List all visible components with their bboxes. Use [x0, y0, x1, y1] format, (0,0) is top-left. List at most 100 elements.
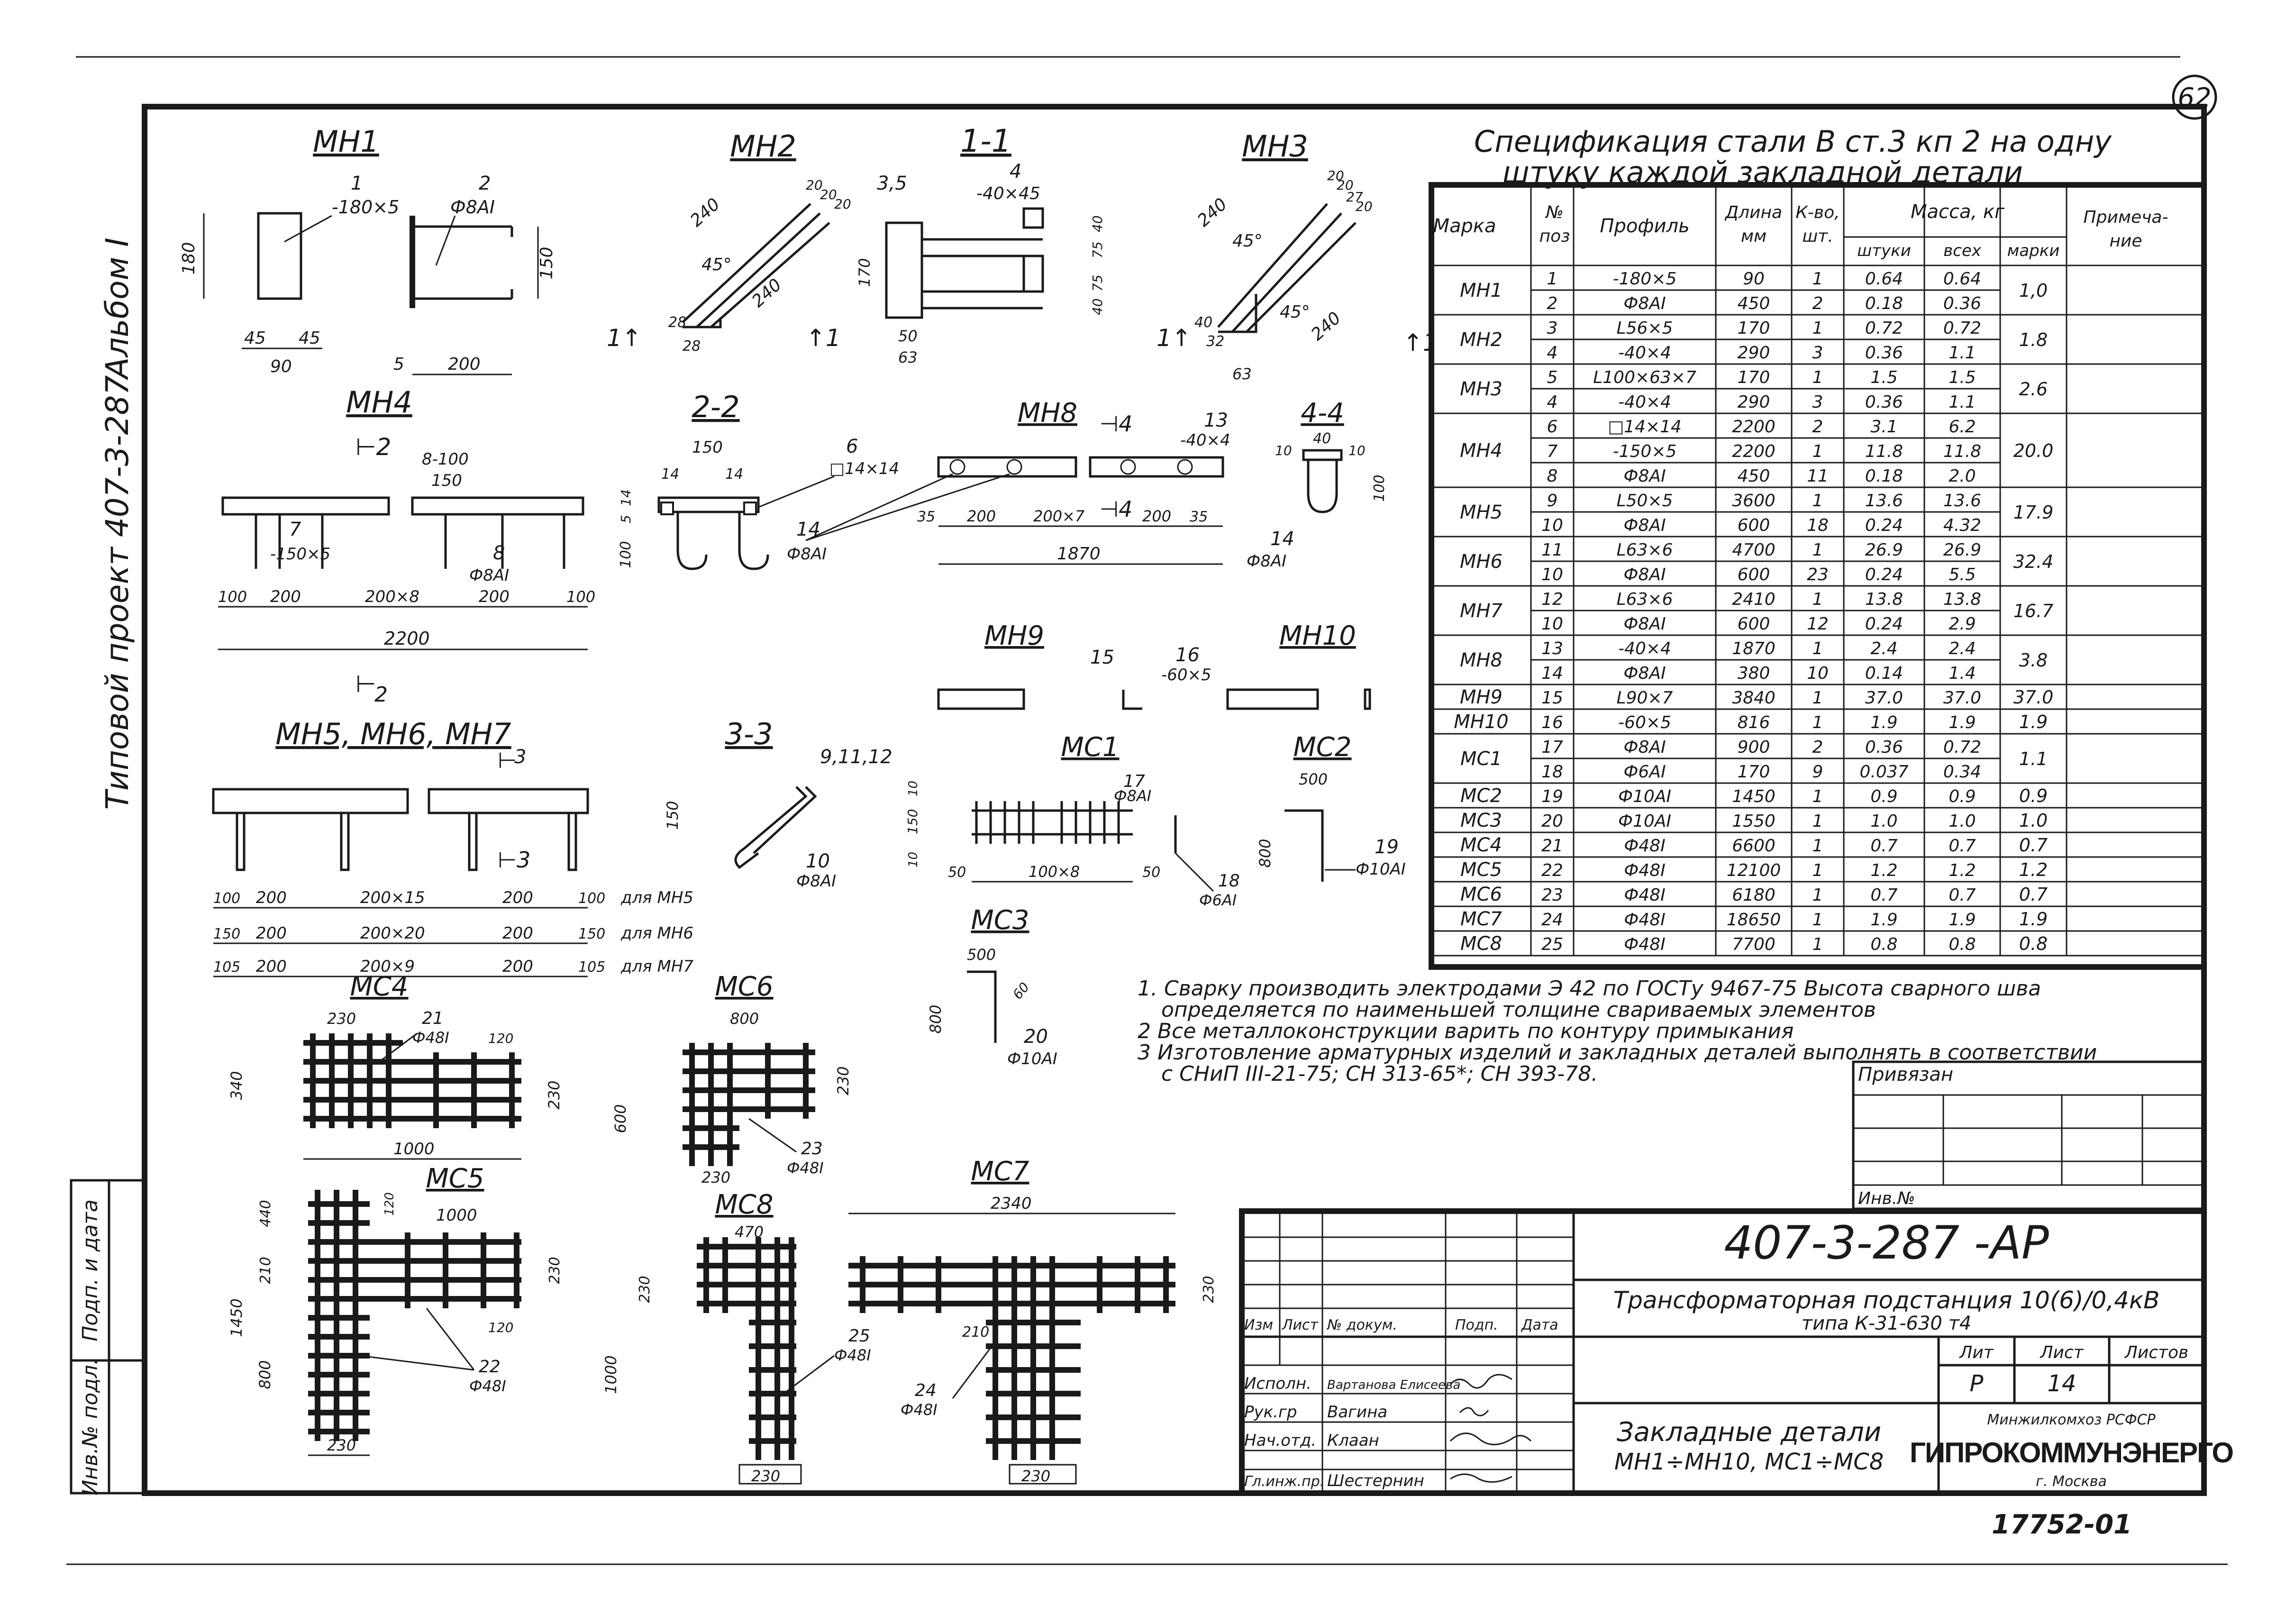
dim-14: 14 [661, 466, 679, 483]
profile-label: Ф48I [412, 1029, 449, 1047]
dim-a: 200 [256, 957, 287, 976]
binding-box: Привязан Инв.№ [1852, 1060, 2205, 1210]
spec-cell-length: 2410 [1732, 590, 1776, 609]
profile-label: Ф48I [834, 1346, 871, 1364]
spec-cell-qty: 1 [1812, 269, 1823, 289]
spec-cell-length: 4700 [1732, 540, 1776, 560]
spec-cell-profile: Ф48I [1624, 861, 1665, 880]
spec-cell-all: 0.8 [1949, 935, 1976, 954]
spec-cell-all: 1.9 [1949, 713, 1976, 732]
spec-cell-each: 3.1 [1870, 417, 1897, 437]
spec-header-mark: Марка [1433, 215, 1496, 237]
dim-800: 800 [256, 1360, 274, 1389]
spec-cell-profile: Ф8АI [1623, 738, 1666, 757]
note-line: с СНиП III-21-75; СН 313-65*; СН 393-78. [1161, 1062, 1598, 1086]
dims-row-mn7: 105 200 200×9 200 105 для МН7 [213, 957, 693, 977]
spec-cell-mark: МН5 [1460, 502, 1503, 523]
spec-cell-each: 0.36 [1865, 343, 1903, 363]
mesh [972, 801, 1133, 844]
spec-cell-all: 0.7 [1949, 836, 1976, 856]
square-bar [660, 502, 674, 515]
spec-cell-length: 450 [1738, 466, 1770, 486]
dim-28: 28 [683, 338, 701, 355]
spec-cell-all: 0.72 [1943, 738, 1981, 757]
dim-120: 120 [488, 1320, 513, 1335]
spec-cell-total: 0.7 [2019, 835, 2048, 856]
leader-line [426, 1308, 475, 1370]
spec-cell-all: 0.36 [1943, 294, 1981, 313]
dim-edge: 150 [578, 926, 605, 942]
dim-1870: 1870 [1057, 544, 1101, 564]
profile-label: -150×5 [270, 545, 330, 564]
dim-35: 35 [1190, 509, 1208, 525]
spec-cell-pos: 21 [1541, 836, 1563, 856]
dim-27: 27 [1346, 189, 1363, 205]
spec-cell-pos: 22 [1541, 861, 1563, 880]
role-ruk: Рук.гр [1244, 1403, 1297, 1422]
dim-240: 240 [1308, 308, 1345, 344]
dim-box [738, 1464, 802, 1485]
detail-title: МС7 [971, 1156, 1029, 1187]
spec-cell-profile: -40×4 [1618, 639, 1671, 658]
spec-cell-mark: МН10 [1454, 711, 1509, 733]
spec-cell-qty: 1 [1812, 885, 1823, 905]
spec-cell-profile: □14×14 [1608, 417, 1682, 437]
detail-title: 3-3 [725, 717, 773, 751]
col-head-doc: № докум. [1326, 1317, 1397, 1333]
spec-cell-pos: 24 [1541, 910, 1563, 930]
spec-cell-each: 0.7 [1870, 885, 1897, 905]
bar-end [1022, 207, 1044, 229]
pos-label: 14 [1270, 528, 1294, 550]
profile-label: Ф10АI [1356, 860, 1406, 879]
profile-label: Ф8АI [1114, 787, 1151, 805]
dim-50: 50 [1142, 864, 1160, 881]
angle-section [885, 221, 923, 319]
spec-cell-qty: 2 [1812, 738, 1823, 757]
note-line: определяется по наименьшей толщине свари… [1161, 998, 1876, 1022]
spec-header-qty: К-во, [1795, 203, 1840, 222]
mn8-rod-callout: 14 Ф8АI [787, 473, 1010, 564]
spec-cell-each: 2.4 [1870, 639, 1897, 658]
dim-230: 230 [701, 1168, 730, 1186]
spec-cell-total: 1.0 [2019, 810, 2048, 831]
detail-title: МН4 [346, 385, 412, 420]
detail-title: 2-2 [692, 390, 739, 424]
pos-label: 9,11,12 [820, 746, 892, 768]
spec-cell-qty: 10 [1807, 664, 1829, 683]
dim-75: 75 [1090, 241, 1105, 258]
spec-cell-each: 1.9 [1870, 713, 1897, 732]
dim-340: 340 [228, 1071, 246, 1100]
spec-cell-each: 1.5 [1870, 368, 1897, 387]
spec-cell-all: 1.5 [1949, 368, 1976, 387]
spec-cell-all: 0.9 [1949, 787, 1976, 806]
leader-line [805, 473, 953, 541]
spec-cell-qty: 1 [1812, 935, 1823, 954]
dim-1450: 1450 [228, 1298, 246, 1337]
spec-cell-each: 0.9 [1870, 787, 1897, 806]
spec-cell-length: 1870 [1732, 639, 1776, 658]
detail-title: МН9 [984, 620, 1044, 651]
dim-100: 100 [618, 541, 634, 568]
spec-header-profile: Профиль [1600, 215, 1689, 237]
angle-profile [683, 318, 722, 328]
spec-cell-pos: 23 [1541, 885, 1563, 905]
rod [236, 812, 246, 871]
section-mark: 1↑ [607, 324, 642, 352]
spec-cell-mark: МС8 [1460, 933, 1502, 955]
dim-75: 75 [1090, 274, 1105, 292]
spec-cell-all: 26.9 [1943, 540, 1981, 560]
side-stamp-inv-original: Инв.№ подл. [78, 1358, 102, 1496]
leader-line [952, 1341, 996, 1399]
name-ispoln: Вартанова Елисеева [1327, 1378, 1460, 1392]
spec-cell-mark: МН3 [1460, 378, 1503, 400]
detail-title: МН3 [1242, 129, 1308, 164]
detail-title: МС8 [715, 1189, 773, 1220]
spec-cell-each: 0.24 [1865, 565, 1903, 584]
dim-20: 20 [834, 196, 851, 212]
dim-200x8: 200×8 [365, 587, 419, 606]
dim-a: 200 [256, 888, 287, 907]
dim-150: 150 [664, 801, 682, 830]
spec-cell-total: 37.0 [2013, 687, 2054, 708]
pos-label: 22 [479, 1357, 501, 1377]
profile-label: Ф48I [787, 1159, 824, 1177]
